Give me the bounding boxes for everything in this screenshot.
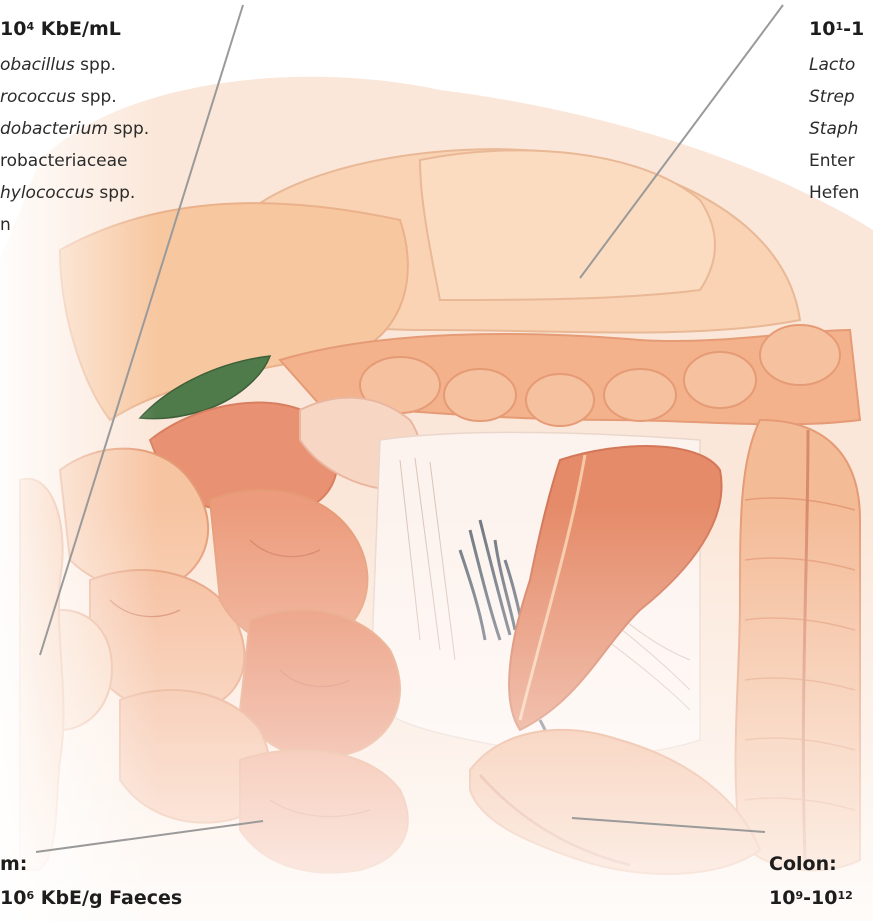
duodenum-organism-4: hylococcus spp. — [0, 180, 149, 212]
duodenum-organism-name: robacteriaceae — [0, 151, 128, 171]
duodenum-organism-suffix: spp. — [75, 87, 116, 107]
duodenum-organism-name: rococcus — [0, 87, 75, 107]
duodenum-organism-list: obacillus spp.rococcus spp.dobacterium s… — [0, 52, 149, 244]
duodenum-organism-2: dobacterium spp. — [0, 116, 149, 148]
duodenum-organism-name: n — [0, 215, 11, 235]
stomach-organism-name: Enter — [809, 151, 855, 171]
stomach-organism-3: Enter — [809, 148, 859, 180]
colon-count: 109-1012 — [769, 884, 853, 912]
stomach-organism-name: Lacto — [809, 55, 855, 75]
duodenum-organism-3: robacteriaceae — [0, 148, 149, 180]
duodenum-organism-suffix: spp. — [94, 183, 135, 203]
duodenum-organism-0: obacillus spp. — [0, 52, 149, 84]
stomach-count: 101-1 — [809, 15, 864, 43]
duodenum-organism-suffix: spp. — [75, 55, 116, 75]
ileum-title: m: — [0, 850, 27, 878]
ileum-count: 106 KbE/g Faeces — [0, 884, 182, 912]
duodenum-organism-1: rococcus spp. — [0, 84, 149, 116]
duodenum-organism-name: hylococcus — [0, 183, 94, 203]
stomach-organism-0: Lacto — [809, 52, 859, 84]
duodenum-organism-name: obacillus — [0, 55, 75, 75]
duodenum-organism-suffix: spp. — [108, 119, 149, 139]
duodenum-organism-name: dobacterium — [0, 119, 108, 139]
stomach-organism-1: Strep — [809, 84, 859, 116]
stomach-organism-4: Hefen — [809, 180, 859, 212]
colon-title: Colon: — [769, 850, 837, 878]
stomach-organism-name: Hefen — [809, 183, 859, 203]
stomach-organism-name: Staph — [809, 119, 858, 139]
duodenum-organism-5: n — [0, 212, 149, 244]
stomach-organism-2: Staph — [809, 116, 859, 148]
duodenum-count: 104 KbE/mL — [0, 15, 121, 43]
stomach-organism-name: Strep — [809, 87, 855, 107]
